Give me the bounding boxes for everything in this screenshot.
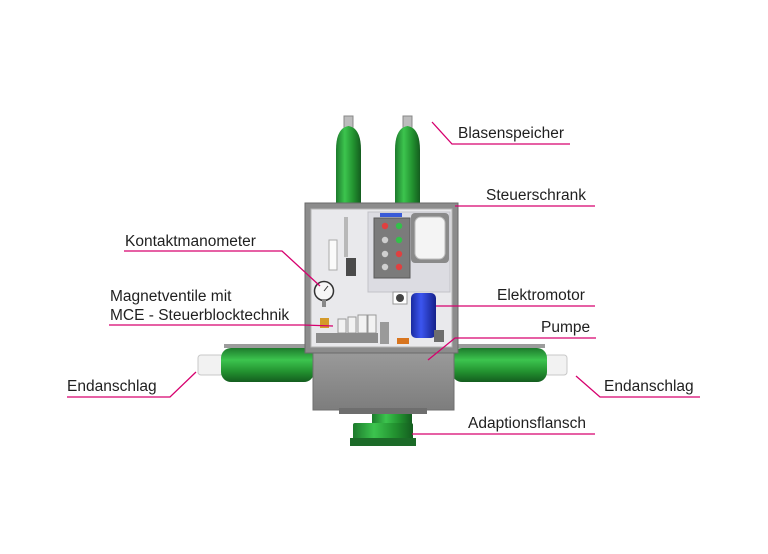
- leader-kontaktmanometer: [124, 250, 321, 287]
- label-adaptionsflansch: Adaptionsflansch: [468, 415, 587, 432]
- leader-pumpe: [427, 337, 596, 361]
- contact-manometer: [313, 280, 335, 307]
- label-magnetventile-line2: MCE - Steuerblocktechnik: [110, 307, 290, 324]
- label-pumpe: Pumpe: [541, 319, 591, 336]
- label-steuerschrank: Steuerschrank: [486, 187, 586, 204]
- label-magnetventile-line1: Magnetventile mit: [110, 288, 232, 305]
- end-stop-cylinder-right: [452, 344, 568, 382]
- leader-lines: [67, 121, 700, 435]
- electric-motor: [411, 293, 444, 342]
- label-blasenspeicher: Blasenspeicher: [458, 125, 564, 142]
- cabinet-components: [328, 217, 408, 344]
- solenoid-valves: [316, 314, 409, 344]
- leader-endanschlag-right: [575, 375, 700, 398]
- label-kontaktmanometer: Kontaktmanometer: [125, 233, 256, 250]
- end-stop-cylinder-left: [197, 344, 314, 382]
- leader-magnetventile: [109, 324, 334, 327]
- control-panel: [373, 213, 411, 279]
- leader-endanschlag-left: [67, 371, 197, 398]
- label-endanschlag-left: Endanschlag: [67, 378, 157, 395]
- label-endanschlag-right: Endanschlag: [604, 378, 694, 395]
- label-elektromotor: Elektromotor: [497, 287, 585, 304]
- bladder-accumulator-right: [395, 115, 420, 205]
- bladder-accumulator-left: [336, 115, 361, 205]
- tank-housing: [312, 351, 455, 414]
- display-window: [411, 213, 449, 263]
- leader-blasenspeicher: [431, 121, 570, 145]
